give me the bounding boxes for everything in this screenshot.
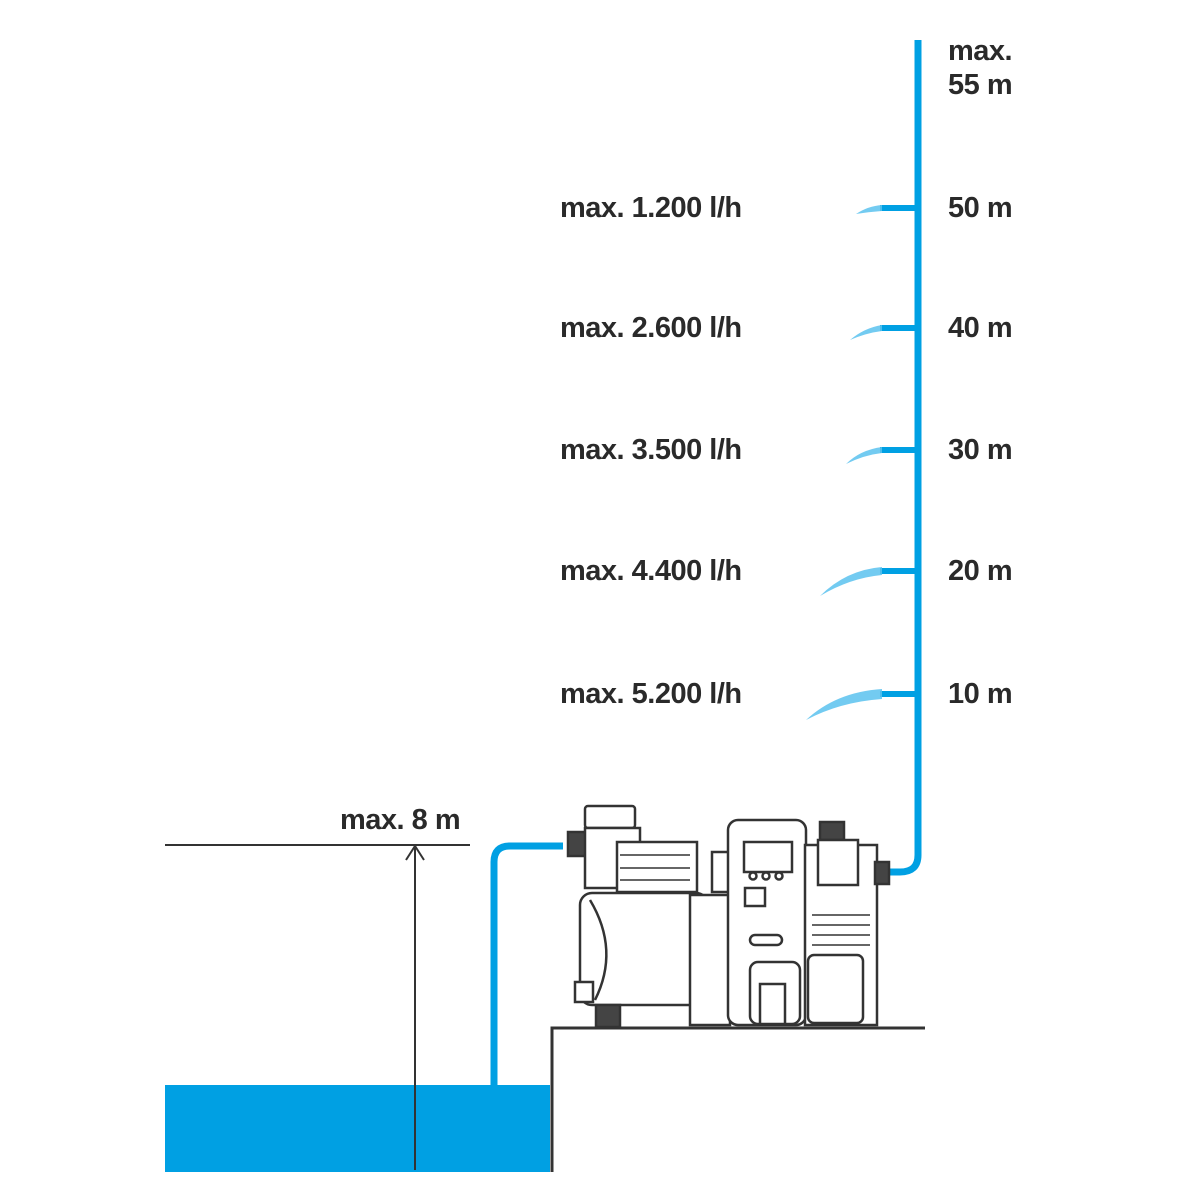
pump-illustration xyxy=(566,804,891,1029)
delivery-pipe xyxy=(888,40,922,876)
flow-label: max. 5.200 l/h xyxy=(560,678,742,710)
height-label: 10 m xyxy=(948,678,1013,710)
height-label: 40 m xyxy=(948,312,1013,344)
water-reservoir xyxy=(165,1085,550,1172)
height-label: 50 m xyxy=(948,192,1013,224)
suction-pipe xyxy=(490,842,563,1086)
water-sprays xyxy=(806,205,882,720)
height-label: 20 m xyxy=(948,555,1013,587)
flow-label: max. 4.400 l/h xyxy=(560,555,742,587)
outlet-branches xyxy=(880,205,918,697)
max-head-label-line1: max. xyxy=(948,35,1013,67)
platform-ledge xyxy=(550,1026,925,1172)
height-label: 30 m xyxy=(948,434,1013,466)
arrow-head-icon xyxy=(405,844,425,861)
flow-label: max. 1.200 l/h xyxy=(560,192,742,224)
max-head-label-line2: 55 m xyxy=(948,69,1013,101)
suction-height-label: max. 8 m xyxy=(340,804,461,836)
flow-label: max. 3.500 l/h xyxy=(560,434,742,466)
flow-label: max. 2.600 l/h xyxy=(560,312,742,344)
